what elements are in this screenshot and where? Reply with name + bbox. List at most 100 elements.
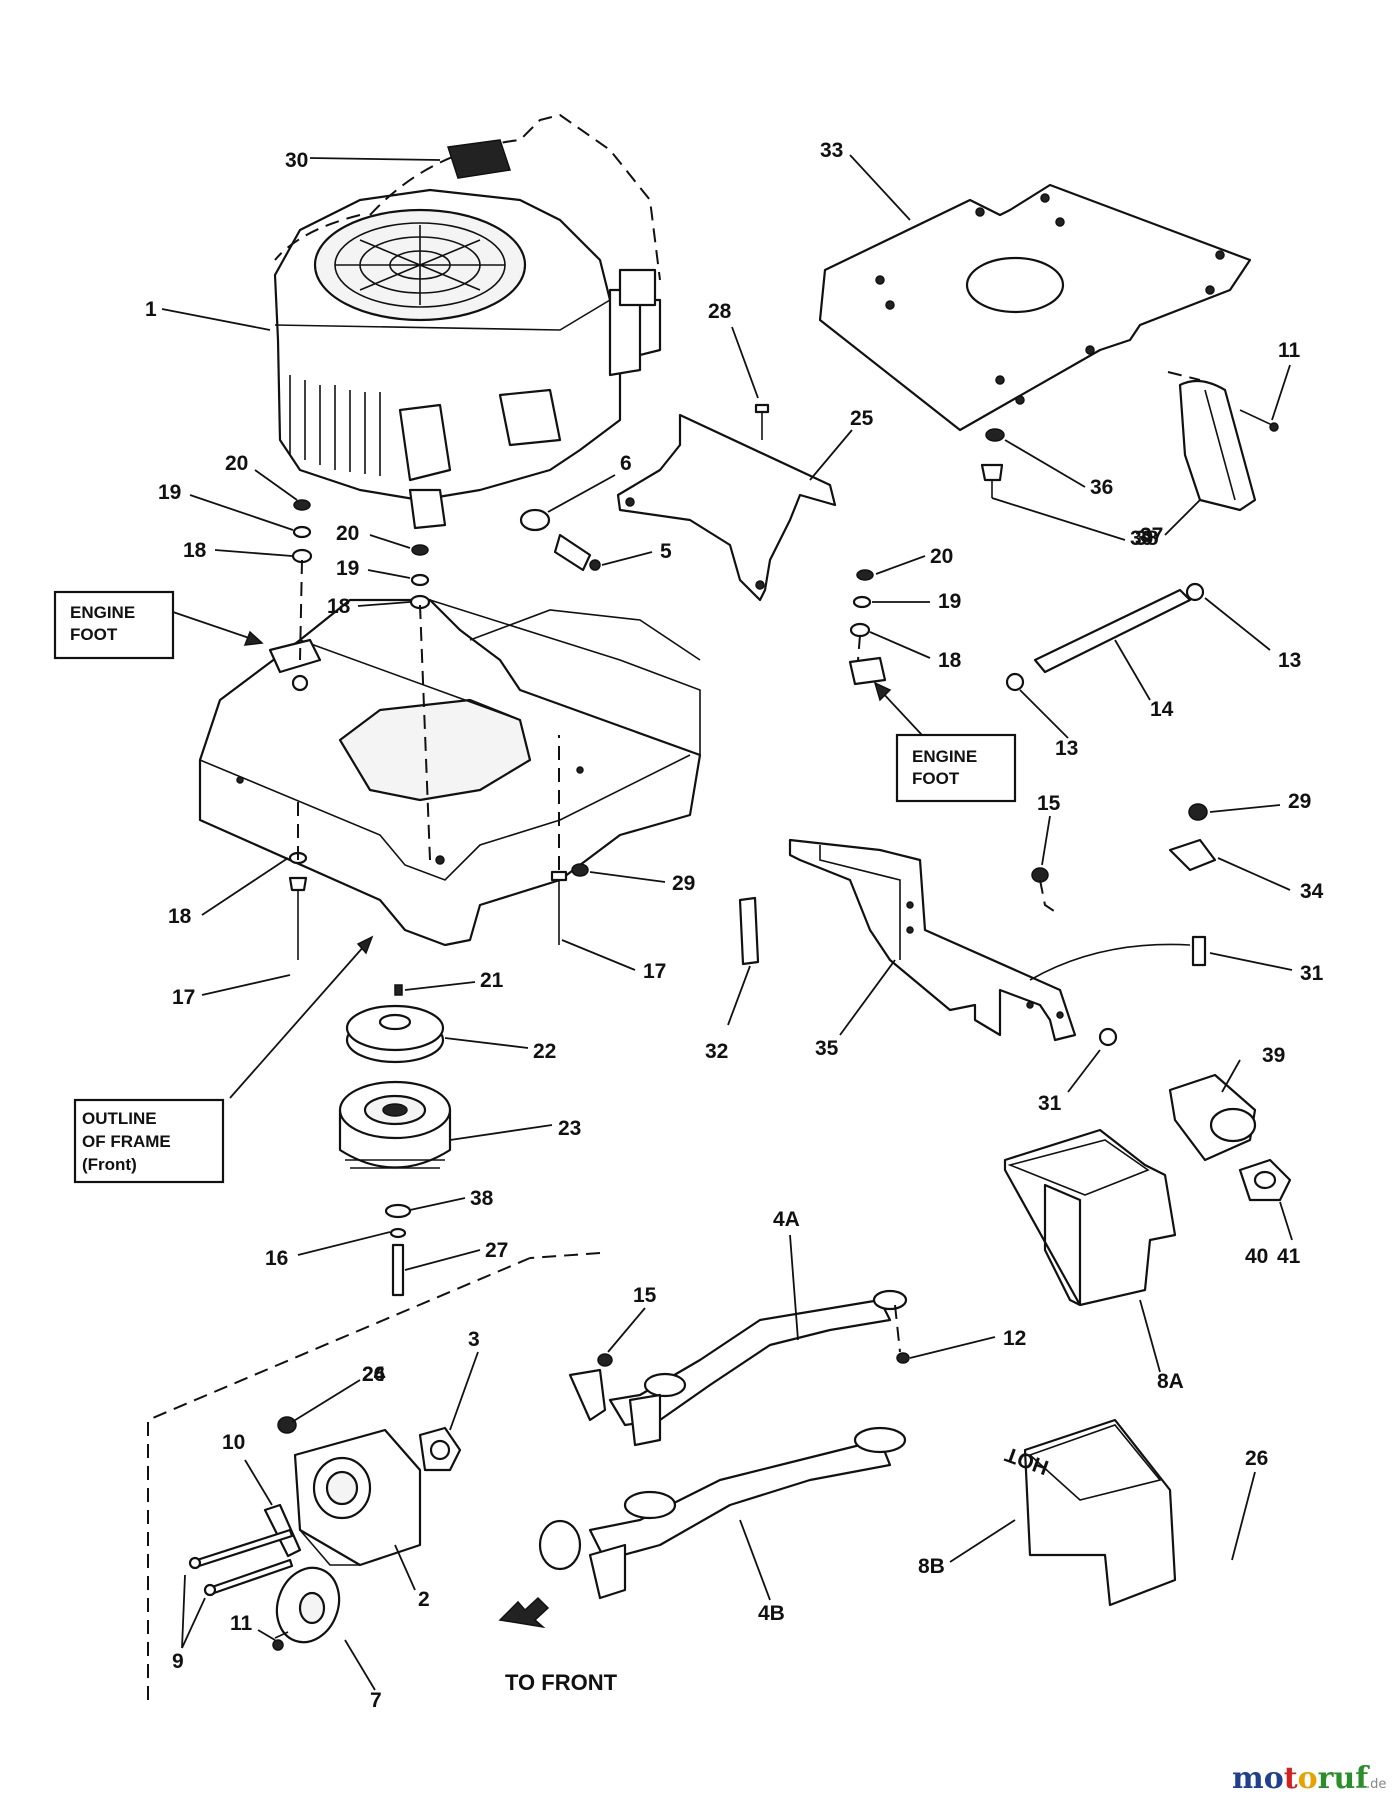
part-number: 38 <box>1135 527 1159 550</box>
part-number: 12 <box>1003 1327 1026 1350</box>
callout-line: OUTLINE <box>82 1109 157 1128</box>
part-number: 29 <box>1288 790 1311 813</box>
engine-foot-left <box>268 638 322 692</box>
bolt-part-31-a <box>1191 935 1207 967</box>
adapter-part-40 <box>1168 1073 1257 1162</box>
fitting-part-6 <box>519 508 551 532</box>
to-front-arrow <box>498 1596 550 1629</box>
part-number: 40 <box>1245 1245 1268 1268</box>
part-number: 24 <box>362 1363 386 1386</box>
part-number: 2 <box>418 1588 430 1611</box>
callout-line: FOOT <box>70 625 118 644</box>
part-number: 13 <box>1055 737 1078 760</box>
part-number: 7 <box>370 1689 382 1712</box>
key-part-32 <box>738 896 760 966</box>
part-number: 17 <box>643 960 666 983</box>
part-number: 18 <box>327 595 351 618</box>
part-number: 26 <box>1245 1447 1268 1470</box>
part-number: 35 <box>815 1037 839 1060</box>
part-number: 10 <box>222 1431 245 1454</box>
engine-foot-callout-left: ENGINE FOOT <box>53 590 264 660</box>
part-number: 37 <box>1140 524 1163 547</box>
part-number: 38 <box>470 1187 494 1210</box>
hardware-stack-left <box>291 499 313 564</box>
part-number: 32 <box>705 1040 728 1063</box>
part-number: 31 <box>1300 962 1324 985</box>
part-number: 16 <box>265 1247 288 1270</box>
part-number: 33 <box>820 139 843 162</box>
bracket-part-10 <box>263 1503 302 1558</box>
watermark-suffix: .de <box>1366 1777 1386 1792</box>
part-number: 20 <box>336 522 359 545</box>
part-number: 39 <box>1262 1044 1285 1067</box>
part-number: 34 <box>1300 880 1324 903</box>
bolt-part-11-top <box>1239 409 1279 432</box>
part-number: 14 <box>1150 698 1174 721</box>
bolt-part-17-left <box>288 851 308 960</box>
callout-line: FOOT <box>912 769 960 788</box>
hose-part-14 <box>1033 588 1192 674</box>
part-number: 25 <box>850 407 874 430</box>
part-number: 21 <box>480 969 504 992</box>
lockwasher-part-16 <box>389 1227 407 1239</box>
pulley-part-22 <box>345 1004 445 1064</box>
gasket-part-3 <box>418 1426 462 1472</box>
part-number: 1 <box>145 298 157 321</box>
part-number: 4B <box>758 1602 785 1625</box>
part-number: 20 <box>930 545 953 568</box>
shield-part-8A <box>1003 1128 1177 1307</box>
part-number-labels: 30 1 33 28 25 11 36 39 37 38 6 5 20 19 1… <box>145 139 1324 1712</box>
part-number: 18 <box>168 905 192 928</box>
bolt-part-12 <box>896 1352 910 1364</box>
outline-frame-callout: OUTLINE OF FRAME (Front) <box>73 935 374 1184</box>
bolt-part-36 <box>980 463 1004 498</box>
sensor-part-5 <box>553 533 601 572</box>
part-number: 36 <box>1090 476 1113 499</box>
engine <box>273 188 662 530</box>
key-part-21 <box>394 984 403 996</box>
part-number: 26 <box>362 1363 385 1386</box>
nut-part-15-right <box>1031 867 1049 883</box>
part-number: 6 <box>620 452 632 475</box>
washer-part-38 <box>384 1203 412 1219</box>
part-number: 39 <box>1130 527 1153 550</box>
nut-part-29-frame <box>571 863 589 877</box>
gasket-part-41 <box>1238 1158 1292 1202</box>
nut-part-29-right <box>1188 803 1208 821</box>
part-number: 5 <box>660 540 672 563</box>
part-number: 18 <box>938 649 962 672</box>
part-number: 22 <box>533 1040 556 1063</box>
part-number: 19 <box>336 557 359 580</box>
callout-line: ENGINE <box>70 603 135 622</box>
part-number: 31 <box>1038 1092 1062 1115</box>
nut-part-31-b <box>1098 1027 1118 1047</box>
bolt-part-17-center <box>550 870 568 945</box>
part-number: 3 <box>468 1328 480 1351</box>
hardware-stack-right <box>849 569 874 638</box>
part-number: 15 <box>633 1284 657 1307</box>
to-front-label: TO FRONT <box>505 1670 618 1695</box>
nut-part-15-pipe <box>597 1353 613 1367</box>
part-number: 20 <box>225 452 248 475</box>
part-number: 23 <box>558 1117 581 1140</box>
part-number: 13 <box>1278 649 1301 672</box>
part-number: 8A <box>1157 1370 1184 1393</box>
part-number: 41 <box>1277 1245 1301 1268</box>
part-number: 9 <box>172 1650 184 1673</box>
flange-part-7 <box>275 1566 341 1644</box>
engine-foot-right <box>848 656 887 686</box>
bracket-part-35 <box>788 838 1077 1042</box>
muffler-part-2 <box>293 1428 422 1567</box>
clip-part-34 <box>1168 838 1217 872</box>
screen-part-30 <box>447 139 511 179</box>
bolt-part-28 <box>754 403 770 440</box>
callout-line: ENGINE <box>912 747 977 766</box>
hardware-stack-center <box>409 544 431 610</box>
part-number: 11 <box>230 1612 253 1635</box>
shield-part-8B: HOT <box>1002 1418 1177 1607</box>
exhaust-pipe-4A <box>568 1289 908 1447</box>
part-number: 8B <box>918 1555 945 1578</box>
exhaust-pipe-4B <box>538 1426 907 1600</box>
part-number: 18 <box>183 539 207 562</box>
clutch-part-23 <box>338 1080 452 1169</box>
